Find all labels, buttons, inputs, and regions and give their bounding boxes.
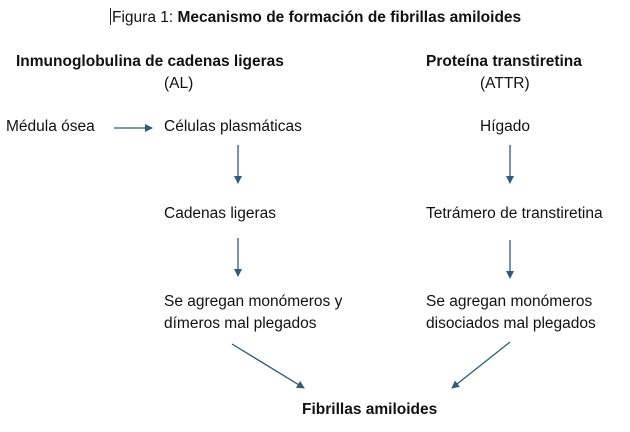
node-left-agregacion-line2: dímeros mal plegados — [164, 315, 317, 332]
node-higado: Hígado — [480, 118, 530, 135]
arrow-right-to-fibrillas — [451, 341, 511, 389]
node-right-agregacion-line2: disociados mal plegados — [426, 315, 596, 332]
node-right-agregacion-line1: Se agregan monómeros — [426, 293, 593, 310]
right-abbr: (ATTR) — [480, 75, 530, 92]
arrow-left-to-fibrillas — [231, 343, 305, 389]
node-celulas-plasmaticas: Células plasmáticas — [164, 118, 302, 135]
figure-caption: Figura 1: Mecanismo de formación de fibr… — [110, 8, 521, 28]
figure-prefix: Figura 1: — [112, 9, 178, 26]
node-tetramero: Tetrámero de transtiretina — [426, 205, 603, 222]
text-cursor — [110, 8, 111, 25]
left-abbr: (AL) — [164, 75, 194, 92]
node-fibrillas-amiloides: Fibrillas amiloides — [302, 401, 438, 418]
left-heading: Inmunoglobulina de cadenas ligeras — [16, 53, 284, 70]
right-heading: Proteína transtiretina — [426, 53, 582, 70]
node-cadenas-ligeras: Cadenas ligeras — [164, 205, 277, 222]
node-medula-osea: Médula ósea — [6, 118, 95, 135]
figure-title: Mecanismo de formación de fibrillas amil… — [177, 9, 522, 26]
node-left-agregacion-line1: Se agregan monómeros y — [164, 293, 343, 310]
